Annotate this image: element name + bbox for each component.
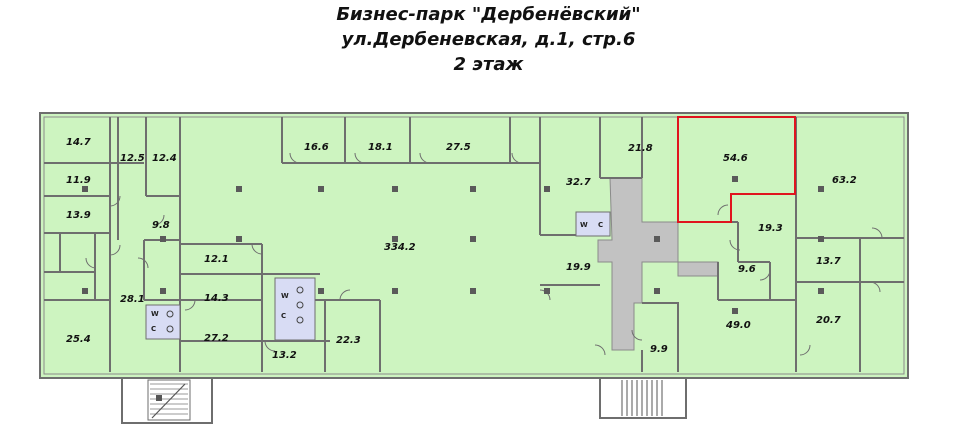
room-area-label[interactable]: 27.5	[446, 142, 471, 153]
room-area-label[interactable]: 20.7	[816, 315, 841, 326]
door-arcs	[85, 152, 883, 356]
room-area-label[interactable]: 14.7	[66, 137, 91, 148]
room-area-label[interactable]: 63.2	[832, 175, 857, 186]
svg-text:W: W	[151, 310, 159, 318]
room-labels: 14.7 12.5 12.4 11.9 13.9 9.8 28.1 25.4 1…	[66, 137, 857, 361]
room-area-label[interactable]: 54.6	[723, 153, 748, 164]
room-area-label[interactable]: 27.2	[204, 333, 229, 344]
wc-block-right: W C	[575, 211, 611, 237]
room-area-label[interactable]: 9.6	[738, 264, 756, 275]
room-area-label[interactable]: 19.3	[758, 223, 783, 234]
business-park-title: Бизнес-парк "Дербенёвский"	[336, 4, 641, 25]
highlighted-unit-outline[interactable]	[677, 116, 796, 223]
svg-text:C: C	[598, 221, 603, 229]
stairwell-left	[121, 377, 213, 424]
floor-label: 2 этаж	[453, 54, 524, 75]
stairwell-right	[599, 377, 687, 419]
room-area-label[interactable]: 13.7	[816, 256, 841, 267]
room-area-label[interactable]: 25.4	[66, 334, 91, 345]
room-area-label[interactable]: 19.9	[566, 262, 591, 273]
room-area-label[interactable]: 12.1	[204, 254, 229, 265]
room-area-label[interactable]: 9.8	[152, 220, 170, 231]
room-area-label[interactable]: 9.9	[650, 344, 668, 355]
room-area-label[interactable]: 12.5	[120, 153, 145, 164]
room-area-label[interactable]: 49.0	[725, 320, 751, 331]
address-line: ул.Дербеневская, д.1, стр.6	[341, 29, 636, 50]
structural-columns	[82, 176, 824, 314]
room-area-label[interactable]: 14.3	[204, 293, 229, 304]
room-area-label[interactable]: 18.1	[368, 142, 393, 153]
room-area-label[interactable]: 12.4	[152, 153, 177, 164]
svg-text:W: W	[281, 292, 289, 300]
room-area-label[interactable]: 22.3	[336, 335, 361, 346]
room-area-label[interactable]: 28.1	[120, 294, 145, 305]
interior-walls	[44, 117, 904, 372]
room-area-label[interactable]: 13.9	[66, 210, 91, 221]
room-area-label[interactable]: 334.2	[384, 242, 416, 253]
central-corridor	[597, 177, 719, 351]
svg-text:W: W	[580, 221, 588, 229]
room-area-label[interactable]: 13.2	[272, 350, 297, 361]
svg-text:C: C	[281, 312, 286, 320]
building-shell	[39, 112, 909, 379]
room-area-label[interactable]: 21.8	[628, 143, 653, 154]
title-block: Бизнес-парк "Дербенёвский" ул.Дербеневск…	[0, 2, 977, 77]
wc-block-center: W C	[274, 277, 316, 341]
room-area-label[interactable]: 32.7	[566, 177, 591, 188]
svg-text:C: C	[151, 325, 156, 333]
room-area-label[interactable]: 11.9	[66, 175, 91, 186]
wc-block-left: W C	[145, 304, 181, 340]
room-area-label[interactable]: 16.6	[304, 142, 329, 153]
